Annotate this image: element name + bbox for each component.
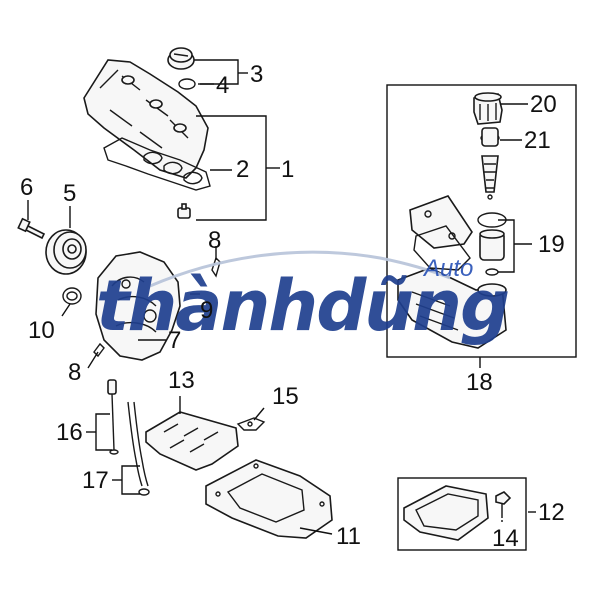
crankshaft-pulley	[45, 229, 87, 275]
watermark: thànhdũng Auto	[96, 250, 510, 347]
watermark-sub: Auto	[422, 255, 473, 282]
leader-lines	[27, 59, 536, 535]
callout-15: 15	[272, 383, 299, 410]
callout-3: 3	[250, 61, 263, 88]
oil-pan-upper	[205, 459, 333, 539]
callout-17: 17	[82, 467, 109, 494]
oil-pan-lower	[403, 485, 489, 541]
callout-12: 12	[538, 499, 565, 526]
callout-1: 1	[281, 156, 294, 183]
oil-filter-box	[386, 84, 577, 358]
callout-18: 18	[466, 369, 493, 396]
callout-7: 7	[168, 327, 181, 354]
front-crank-seal	[62, 287, 82, 305]
lower-pan-box	[397, 477, 527, 551]
oil-pickup-gasket	[236, 417, 266, 431]
callout-8-upper: 8	[208, 227, 221, 254]
callout-numbers: 1 2 3 4 5 6 7 8 8 9 10 11 12 13 14 15 16…	[20, 61, 565, 552]
drain-plug	[495, 491, 512, 518]
oil-filter-element	[481, 155, 499, 200]
dipstick-tube	[127, 401, 150, 496]
callout-11: 11	[336, 523, 361, 550]
callout-2: 2	[236, 156, 249, 183]
windage-tray	[145, 411, 239, 471]
oil-filler-cap	[167, 47, 195, 70]
valve-cover	[83, 59, 209, 179]
watermark-brand: thànhdũng	[96, 265, 508, 347]
oil-dipstick	[107, 379, 119, 455]
cap-o-ring	[480, 127, 500, 147]
oil-cooler-adapter	[409, 195, 473, 271]
callout-21: 21	[524, 127, 551, 154]
callout-9: 9	[200, 297, 213, 324]
filter-housing	[397, 267, 507, 349]
callout-13: 13	[168, 367, 195, 394]
cap-seal	[178, 78, 196, 90]
oil-filter-cap	[473, 92, 503, 125]
timing-chain-cover	[95, 251, 181, 361]
callout-8-lower: 8	[68, 359, 81, 386]
pcv-valve	[177, 203, 191, 219]
callout-6: 6	[20, 174, 33, 201]
callout-19: 19	[538, 231, 565, 258]
callout-14: 14	[492, 525, 519, 552]
valve-cover-gasket	[103, 137, 211, 191]
callout-10: 10	[28, 317, 55, 344]
callout-20: 20	[530, 91, 557, 118]
callout-16: 16	[56, 419, 83, 446]
pulley-bolt	[17, 217, 46, 240]
callout-4: 4	[216, 72, 229, 99]
filter-element-lower	[479, 229, 505, 276]
callout-5: 5	[63, 180, 76, 207]
